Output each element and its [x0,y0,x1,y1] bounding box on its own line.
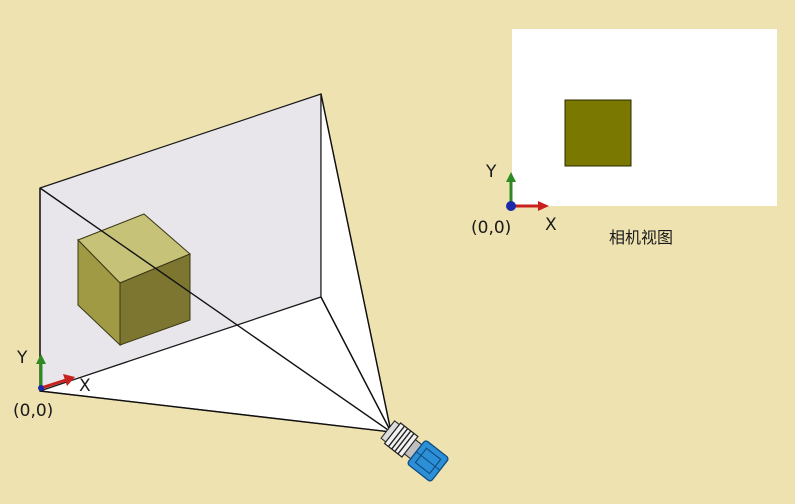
camera-view-panel [512,29,777,206]
view-y-arrowhead [506,172,516,182]
view-origin-label: (0,0) [471,218,511,238]
view-origin-dot [506,201,516,211]
camera-icon [380,420,449,482]
frustum-edge-top-right [320,93,392,433]
camera-view-axis-icon [506,172,549,211]
cube-icon [77,213,191,347]
camera-view-square [564,99,632,167]
frustum-edge-top-left [39,187,392,433]
frustum-edge-bottom-left [39,390,392,433]
world-x-label: X [79,376,91,396]
frustum-edge-bottom-right [320,296,392,433]
world-y-arrowhead [36,354,46,364]
world-x-arrowhead [63,374,75,386]
cube-side-face [119,253,191,346]
world-origin-dot [38,385,44,391]
world-y-label: Y [16,348,28,368]
world-origin-label: (0,0) [13,401,53,421]
world-x-axis [40,378,67,390]
camera-view-caption: 相机视图 [609,228,673,247]
view-x-label: X [545,215,557,235]
view-x-arrowhead [538,201,549,211]
world-axis-icon [36,354,75,391]
view-y-label: Y [485,162,497,182]
